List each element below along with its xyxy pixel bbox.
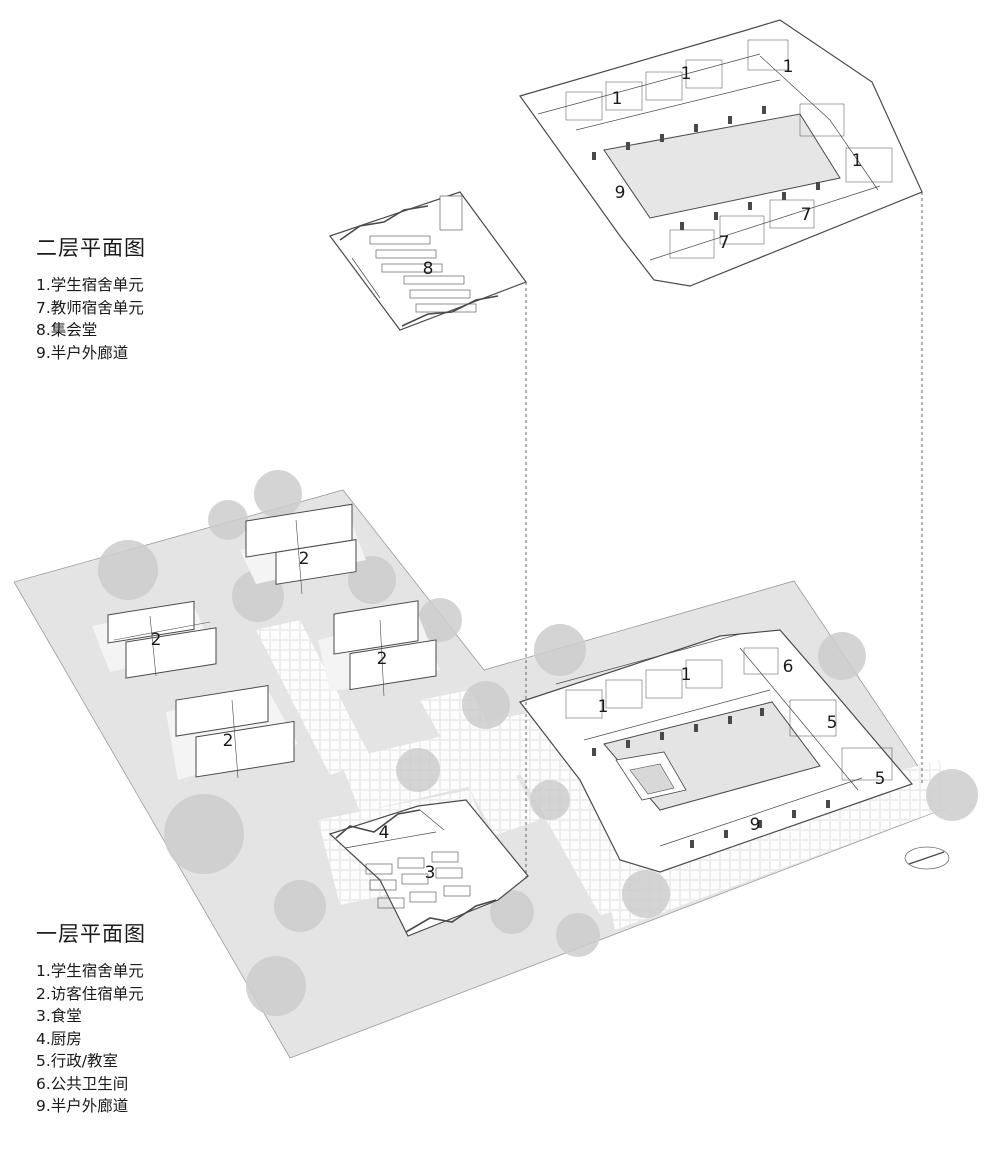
legend-item: 6.公共卫生间 [36,1074,129,1093]
upper-floor-legend-title: 二层平面图 [36,236,146,260]
label-lower-corridor: 9 [750,815,761,835]
ground-floor-site [13,470,978,1059]
tree [818,632,866,680]
assembly-hall [329,191,527,331]
legend-item: 7.教师宿舍单元 [36,298,144,317]
label-upper-hall: 8 [423,259,434,279]
legend-item: 5.行政/教室 [36,1052,119,1070]
tree [348,556,396,604]
ground-floor-legend-title: 一层平面图 [36,922,146,946]
label-lower-canteen: 3 [425,863,436,883]
legend-item: 1.学生宿舍单元 [36,276,144,294]
guest-unit [240,503,366,595]
ground-floor-legend-list: 1.学生宿舍单元 2.访客住宿单元 3.食堂 4.厨房 5.行政/教室 6.公共… [36,960,146,1118]
label-lower-dorm-a: 1 [598,697,609,717]
tree [396,748,440,792]
projection-lines [525,192,923,880]
legend-item: 2.访客住宿单元 [36,984,144,1003]
legend-item: 1.学生宿舍单元 [36,962,144,980]
tree [232,570,284,622]
label-upper-dorm-a: 1 [612,89,623,109]
label-lower-kitchen: 4 [379,823,390,843]
label-upper-dorm-b: 1 [681,64,692,84]
upper-floor-legend: 二层平面图 1.学生宿舍单元 7.教师宿舍单元 8.集会堂 9.半户外廊道 [36,232,146,364]
tree [490,890,534,934]
label-upper-teacher-b: 7 [801,205,812,225]
guest-unit [318,600,440,697]
label-lower-guest-d: 2 [223,731,234,751]
canteen-building [328,799,529,937]
trees [98,470,978,1016]
guest-units [92,503,440,780]
tree [98,540,158,600]
legend-item: 4.厨房 [36,1029,82,1048]
tree [418,598,462,642]
north-arrow-icon [904,846,950,870]
tree [534,624,586,676]
upper-floor [329,19,923,880]
legend-item: 8.集会堂 [36,321,98,339]
upper-floor-legend-list: 1.学生宿舍单元 7.教师宿舍单元 8.集会堂 9.半户外廊道 [36,274,146,364]
tree [246,956,306,1016]
tree [164,794,244,874]
guest-unit [166,684,298,780]
label-lower-admin-b: 5 [875,769,886,789]
label-lower-admin-a: 5 [827,713,838,733]
main-building-ground [519,629,914,873]
guest-unit [92,600,217,679]
legend-item: 3.食堂 [36,1007,82,1025]
tree [254,470,302,518]
tree [926,769,978,821]
label-lower-dorm-b: 1 [681,665,692,685]
label-upper-dorm-d: 1 [852,151,863,171]
label-upper-teacher-a: 7 [719,233,730,253]
tree [462,681,510,729]
tree [530,780,570,820]
tree [208,500,248,540]
label-lower-restroom: 6 [783,657,794,677]
plan-labels: 8 1 1 1 1 9 7 7 2 2 2 2 4 3 1 1 6 5 5 9 [151,57,886,883]
legend-item: 9.半户外廊道 [36,343,129,362]
label-lower-guest-b: 2 [299,549,310,569]
label-lower-guest-c: 2 [377,649,388,669]
legend-item: 9.半户外廊道 [36,1097,129,1115]
label-lower-guest-a: 2 [151,630,162,650]
label-upper-corridor: 9 [615,183,626,203]
tree [274,880,326,932]
label-upper-dorm-c: 1 [783,57,794,77]
ground-floor-legend: 一层平面图 1.学生宿舍单元 2.访客住宿单元 3.食堂 4.厨房 5.行政/教… [36,918,146,1118]
main-building-upper [519,19,923,287]
tree [556,913,600,957]
tree [622,870,670,918]
